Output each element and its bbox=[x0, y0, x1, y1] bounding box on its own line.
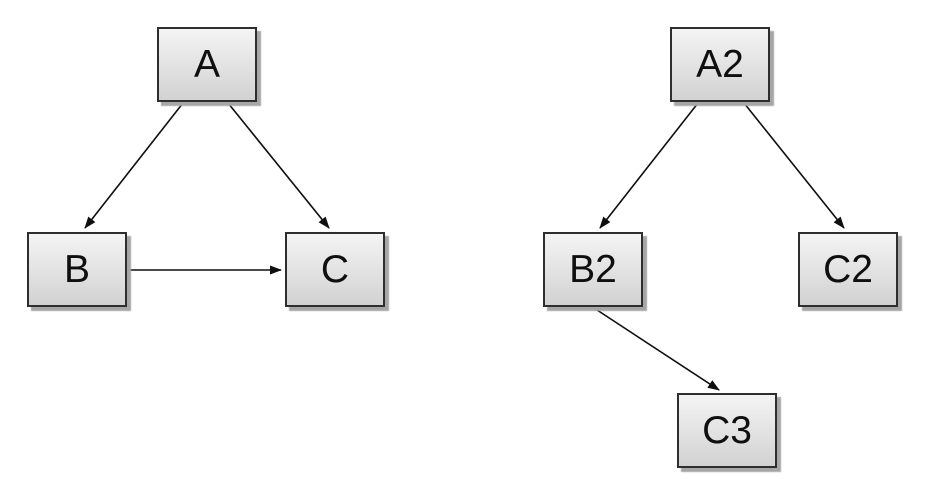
edge-B2-to-C3 bbox=[593, 307, 720, 391]
node-B[interactable]: B bbox=[27, 232, 127, 307]
edge-A-to-B bbox=[84, 102, 184, 229]
node-label-C3: C3 bbox=[702, 409, 752, 452]
node-A2[interactable]: A2 bbox=[670, 27, 770, 102]
node-C3[interactable]: C3 bbox=[677, 393, 777, 468]
edge-A-to-C bbox=[227, 102, 330, 229]
node-label-B: B bbox=[63, 248, 90, 291]
node-A[interactable]: A bbox=[157, 27, 257, 102]
edge-A2-to-B2 bbox=[599, 102, 699, 229]
edge-A2-to-C2 bbox=[743, 102, 845, 229]
node-label-A2: A2 bbox=[696, 43, 744, 86]
node-B2[interactable]: B2 bbox=[543, 232, 643, 307]
node-label-C: C bbox=[320, 248, 350, 291]
node-label-C2: C2 bbox=[823, 248, 873, 291]
node-label-A: A bbox=[193, 43, 220, 86]
node-C2[interactable]: C2 bbox=[798, 232, 898, 307]
node-C[interactable]: C bbox=[285, 232, 385, 307]
node-label-B2: B2 bbox=[569, 248, 617, 291]
